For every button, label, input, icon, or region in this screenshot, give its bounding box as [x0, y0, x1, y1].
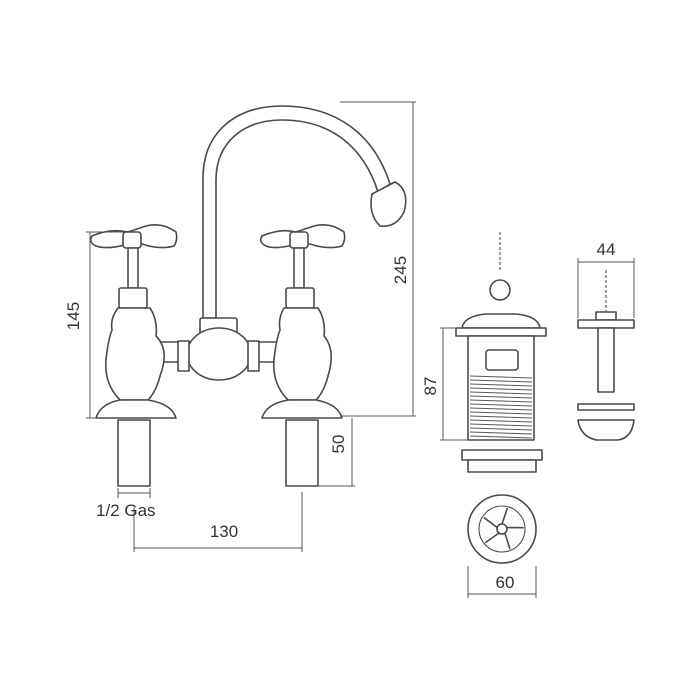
waste-grate-inner: [478, 505, 526, 553]
left-tap-body: [104, 307, 165, 401]
thread-line: [469, 403, 533, 407]
thread-line: [469, 387, 533, 391]
waste-side-nut: [577, 419, 635, 441]
thread-line: [469, 411, 533, 415]
grate-spoke: [483, 517, 498, 529]
waste-side-seal: [577, 403, 635, 411]
spout-nozzle: [370, 181, 407, 228]
dimension-label-thread: 1/2 Gas: [96, 501, 156, 520]
thread-line: [469, 383, 533, 387]
dimension-label-44: 44: [597, 240, 616, 259]
thread-line: [469, 395, 533, 399]
dimension-label-145: 145: [64, 302, 83, 330]
right-tap-body: [272, 307, 332, 401]
waste-backnut: [461, 449, 543, 461]
thread-line: [469, 399, 533, 403]
waste-side-plug: [595, 311, 617, 321]
left-tap-headnut: [118, 287, 148, 309]
thread-line: [469, 419, 533, 423]
waste-overflow-slot: [485, 349, 519, 371]
waste-chain-ring: [489, 279, 511, 301]
grate-spoke: [485, 532, 500, 544]
left-tap-shank: [117, 419, 151, 487]
bridge-connector-left: [177, 340, 190, 372]
thread-line: [469, 407, 533, 411]
thread-line: [469, 379, 533, 383]
waste-washer: [467, 459, 537, 473]
dimension-lines: [86, 101, 635, 598]
thread-line: [469, 431, 533, 435]
thread-line: [469, 415, 533, 419]
waste-thread-hatching: [469, 375, 533, 439]
left-tap: [89, 224, 178, 487]
bridge-connector-right: [247, 340, 260, 372]
grate-spoke: [501, 507, 508, 525]
waste-assembly: [455, 232, 635, 564]
thread-line: [469, 391, 533, 395]
waste-top-flange: [455, 327, 547, 337]
thread-line: [469, 435, 533, 439]
thread-line: [469, 427, 533, 431]
thread-line: [469, 423, 533, 427]
right-tap-shank: [285, 419, 319, 487]
waste-side-flange: [577, 319, 635, 329]
waste-side-stem: [597, 327, 615, 393]
right-tap-spindle: [293, 247, 305, 289]
left-tap-flange: [95, 399, 177, 419]
right-tap-headnut: [285, 287, 315, 309]
grate-spoke: [504, 532, 511, 550]
right-tap-cap: [289, 231, 309, 249]
bridge-centre-ball: [186, 327, 252, 381]
bridge-mixer: [89, 105, 407, 487]
thread-line: [469, 375, 533, 379]
dimension-label-245: 245: [391, 256, 410, 284]
waste-plug: [461, 313, 541, 329]
dimension-label-60: 60: [496, 573, 515, 592]
waste-grate-hub: [496, 523, 508, 535]
left-tap-spindle: [127, 247, 139, 289]
right-tap: [259, 224, 346, 487]
dimension-label-130: 130: [210, 522, 238, 541]
dimension-label-50: 50: [329, 435, 348, 454]
dimension-label-87: 87: [421, 377, 440, 396]
left-tap-cap: [122, 231, 142, 249]
right-tap-flange: [261, 399, 343, 419]
waste-grate-spokes: [483, 507, 524, 550]
